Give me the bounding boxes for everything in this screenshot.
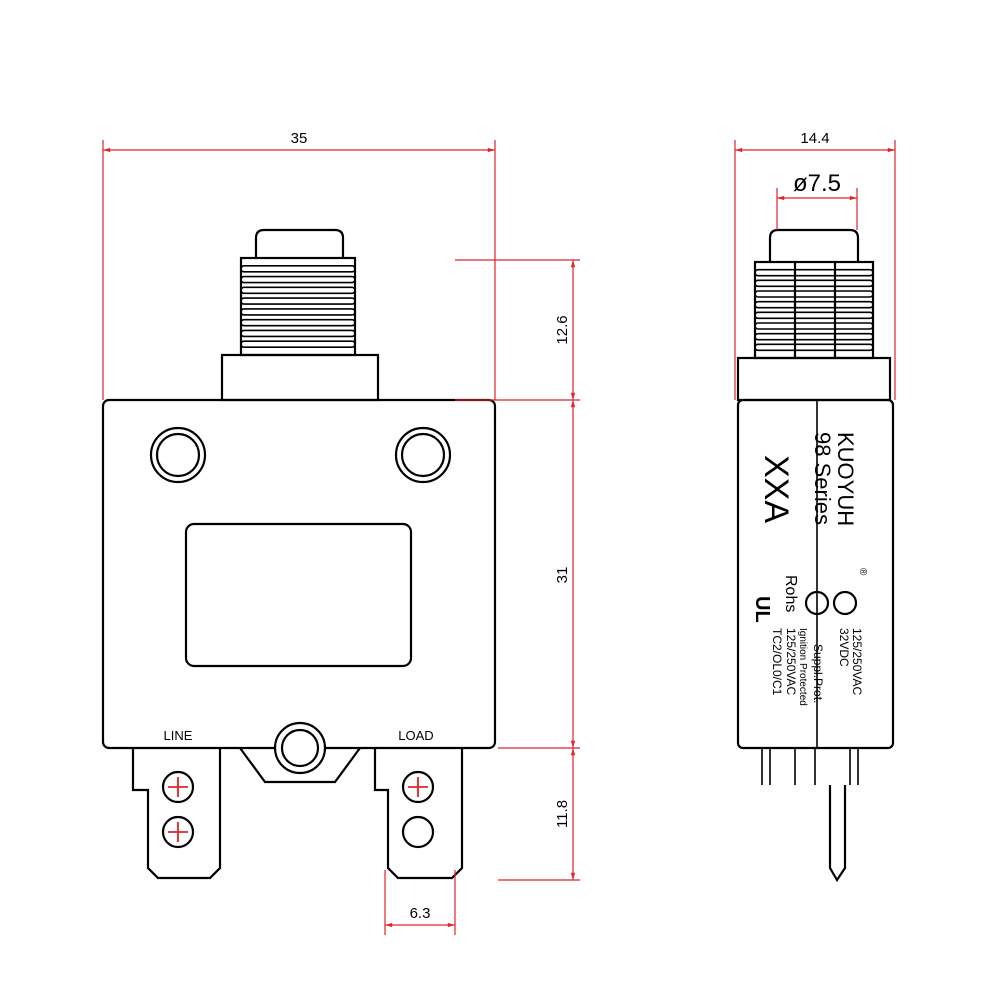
terminal-load: [373, 748, 464, 880]
thread-ridge: [240, 340, 356, 349]
thread-ridge: [240, 318, 356, 327]
svg-text:TC2/OL0/C1: TC2/OL0/C1: [770, 628, 784, 696]
svg-text:ø7.5: ø7.5: [793, 170, 841, 197]
line-label: LINE: [164, 728, 193, 743]
svg-text:35: 35: [291, 130, 308, 147]
collar: [220, 353, 380, 402]
thread-ridge: [754, 290, 874, 298]
svg-text:32VDC: 32VDC: [837, 628, 851, 667]
svg-text:XXA: XXA: [757, 455, 795, 523]
thread-ridge: [754, 268, 874, 277]
thread-ridge: [754, 322, 874, 330]
svg-text:UL: UL: [751, 596, 773, 623]
side-view: KUOYUH ® 98 Series XXA Rohs UL 125/250VA…: [736, 228, 895, 883]
side-dimensions: 14.4 ø7.5: [734, 130, 896, 400]
threaded-bushing: [239, 256, 357, 357]
thread-ridge: [754, 311, 874, 320]
center-tab: [239, 747, 361, 784]
thread-ridge: [240, 329, 356, 338]
mount-hole: [149, 426, 207, 484]
svg-text:6.3: 6.3: [410, 905, 431, 922]
svg-text:KUOYUH: KUOYUH: [833, 432, 858, 526]
side-label-text: KUOYUH ® 98 Series XXA Rohs UL 125/250VA…: [751, 432, 868, 706]
svg-text:14.4: 14.4: [800, 130, 829, 147]
terminal-line: [131, 748, 222, 880]
thread-ridge: [240, 308, 356, 316]
front-view: LINE LOAD: [101, 228, 497, 880]
front-dimensions: 35 12.6 31 11.8 6.3: [102, 130, 580, 935]
svg-text:12.6: 12.6: [554, 315, 571, 344]
svg-text:98 Series: 98 Series: [810, 432, 835, 525]
svg-text:125/250VAC: 125/250VAC: [784, 628, 798, 695]
thread-ridge: [754, 343, 874, 352]
thread-ridge: [754, 279, 874, 288]
button-cap: [254, 228, 345, 258]
svg-text:125/250VAC: 125/250VAC: [850, 628, 864, 695]
svg-text:Rohs: Rohs: [782, 575, 799, 612]
thread-ridge: [240, 264, 356, 273]
svg-text:Ignition Protected: Ignition Protected: [797, 628, 808, 706]
thread-ridge: [240, 286, 356, 295]
svg-text:11.8: 11.8: [554, 800, 571, 828]
thread-ridge: [240, 275, 356, 284]
svg-text:®: ®: [857, 568, 868, 576]
load-label: LOAD: [398, 728, 433, 743]
thread-ridge: [754, 300, 874, 309]
window: [184, 522, 413, 668]
thread-ridge: [754, 332, 874, 341]
thread-ridge: [240, 297, 356, 305]
svg-text:Suppl.Prot.: Suppl.Prot.: [811, 644, 825, 703]
svg-text:31: 31: [554, 567, 571, 584]
mount-hole: [394, 426, 452, 484]
body: [101, 398, 497, 750]
